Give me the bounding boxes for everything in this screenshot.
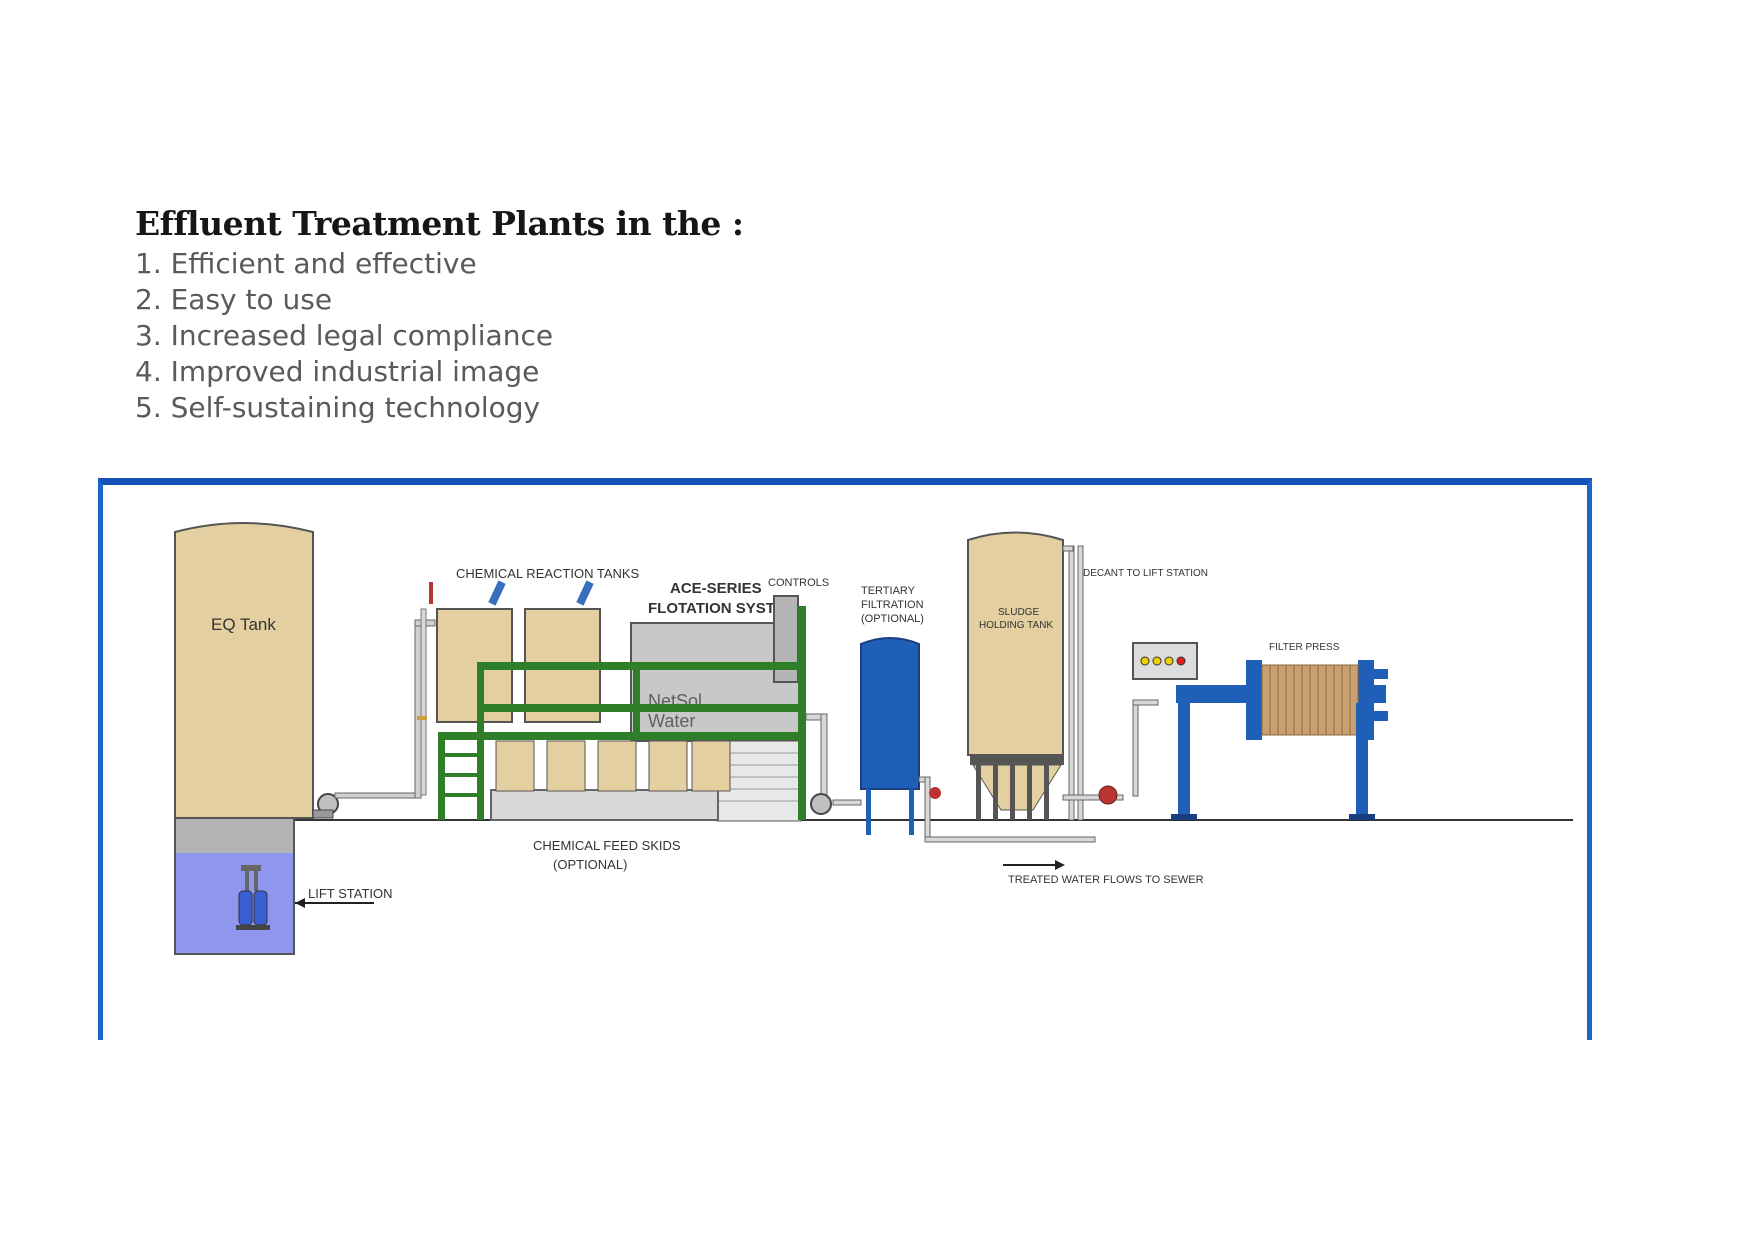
diagram-frame: EQ Tank LIFT STATION <box>98 478 1592 1040</box>
tertiary-label-line3: (OPTIONAL) <box>861 613 924 625</box>
filter-press-label: FILTER PRESS <box>1269 642 1340 653</box>
transfer-pump <box>805 713 862 815</box>
controls-label: CONTROLS <box>768 577 829 589</box>
page-heading: Effluent Treatment Plants in the : <box>135 204 744 243</box>
eq-tank-label: EQ Tank <box>211 615 276 634</box>
benefit-item: 3. Increased legal compliance <box>135 319 554 352</box>
eq-tank: EQ Tank <box>174 522 314 819</box>
tertiary-label-line1: TERTIARY <box>861 585 916 597</box>
chemical-feed-skids: CHEMICAL FEED SKIDS (OPTIONAL) <box>490 740 731 872</box>
feed-pump <box>312 619 436 819</box>
lift-station: LIFT STATION <box>174 817 393 955</box>
sludge-label-line1: SLUDGE <box>998 607 1039 618</box>
treated-water-label: TREATED WATER FLOWS TO SEWER <box>1008 874 1204 886</box>
benefit-item: 5. Self-sustaining technology <box>135 391 541 424</box>
chemical-reaction-tanks: CHEMICAL REACTION TANKS <box>429 566 640 723</box>
benefits-list: 1. Efficient and effective 2. Easy to us… <box>135 246 553 426</box>
flotation-label-line1: ACE-SERIES <box>670 580 762 597</box>
sludge-holding-tank: SLUDGE HOLDING TANK DECANT TO LIFT STATI… <box>967 531 1208 821</box>
benefit-item: 1. Efficient and effective <box>135 247 477 280</box>
tertiary-label-line2: FILTRATION <box>861 599 924 611</box>
feed-skids-label-line2: (OPTIONAL) <box>553 857 627 872</box>
feed-skids-label-line1: CHEMICAL FEED SKIDS <box>533 838 681 853</box>
treated-water-flow: TREATED WATER FLOWS TO SEWER <box>1003 860 1204 886</box>
sludge-label-line2: HOLDING TANK <box>979 620 1053 631</box>
chemical-reaction-tanks-label: CHEMICAL REACTION TANKS <box>456 566 640 581</box>
benefit-item: 2. Easy to use <box>135 283 333 316</box>
benefit-item: 4. Improved industrial image <box>135 355 540 388</box>
flotation-label-line2: FLOTATION SYSTEM <box>648 600 797 617</box>
watermark-line2: Water <box>648 711 695 731</box>
filter-press: FILTER PRESS <box>1132 642 1388 820</box>
decant-label: DECANT TO LIFT STATION <box>1083 568 1208 579</box>
tertiary-filtration: TERTIARY FILTRATION (OPTIONAL) <box>860 585 1096 843</box>
lift-station-label: LIFT STATION <box>308 886 393 901</box>
support-frame <box>417 608 801 820</box>
effluent-treatment-diagram: EQ Tank LIFT STATION <box>174 522 1573 955</box>
